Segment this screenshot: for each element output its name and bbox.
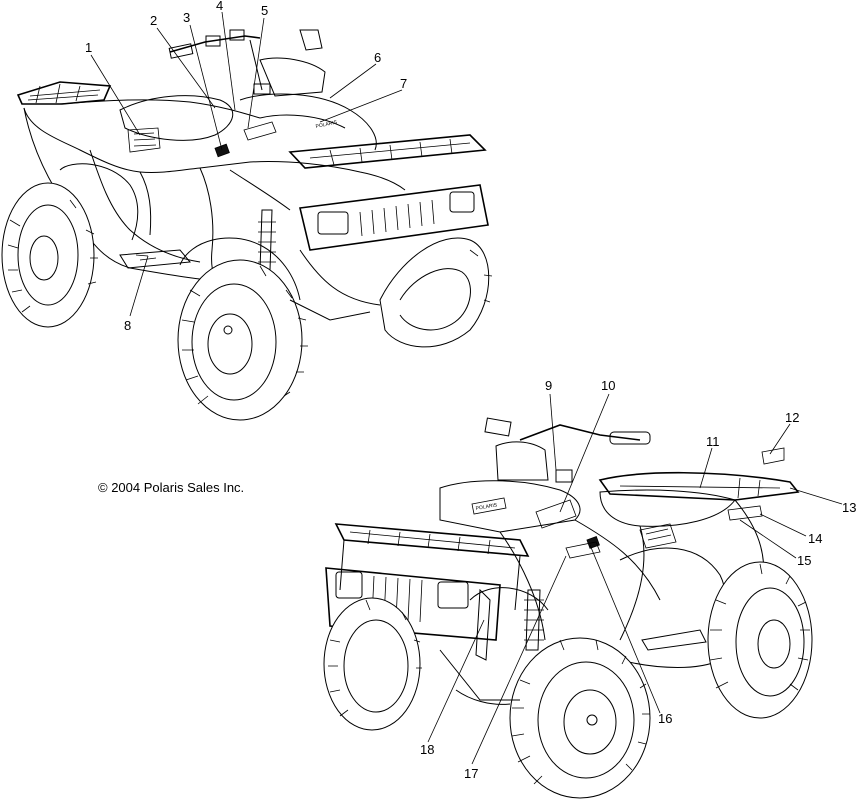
rear-wheel-right-2 — [707, 561, 813, 719]
front-bumper — [299, 184, 489, 251]
callout-5: 5 — [261, 3, 268, 18]
callout-13: 13 — [842, 500, 856, 515]
callout-9: 9 — [545, 378, 552, 393]
rear-rack-2 — [598, 471, 800, 501]
callout-11: 11 — [706, 434, 720, 449]
callout-7: 7 — [400, 76, 407, 91]
callout-2: 2 — [150, 13, 157, 28]
atv-front-left-view — [1, 29, 493, 421]
handlebars — [168, 29, 326, 97]
atv-front-right-view — [323, 417, 813, 799]
callout-6: 6 — [374, 50, 381, 65]
callout-labels: 1 2 3 4 5 6 7 8 9 10 11 12 13 14 15 16 1… — [85, 0, 856, 781]
rear-wheel-left — [1, 182, 98, 328]
copyright-notice: © 2004 Polaris Sales Inc. — [98, 480, 244, 495]
tank-decal-text-2: POLARIS — [475, 502, 498, 512]
callout-8: 8 — [124, 318, 131, 333]
decal-tag-12 — [761, 447, 785, 465]
callout-3: 3 — [183, 10, 190, 25]
tank-decal-text: POLARIS — [315, 119, 338, 130]
tank-decal — [243, 121, 277, 141]
leader-lines — [90, 11, 843, 765]
rear-rack — [16, 81, 112, 105]
front-wheel-left-2 — [323, 597, 422, 731]
callout-12: 12 — [785, 410, 799, 425]
callout-4: 4 — [216, 0, 223, 13]
callout-16: 16 — [658, 711, 672, 726]
front-wheel-left — [177, 259, 308, 421]
atv-body — [23, 93, 406, 301]
callout-17: 17 — [464, 766, 478, 781]
callout-18: 18 — [420, 742, 434, 757]
callout-10: 10 — [601, 378, 615, 393]
front-wheel-right-2 — [509, 637, 651, 799]
front-wheel-right — [379, 237, 493, 348]
side-vent-decal — [127, 127, 161, 153]
front-shock — [258, 209, 276, 271]
front-bumper-2 — [325, 567, 501, 661]
handlebars-2 — [484, 417, 651, 483]
front-shock-2 — [524, 589, 544, 651]
callout-14: 14 — [808, 531, 822, 546]
front-rack — [288, 134, 487, 169]
front-rack-2 — [334, 523, 530, 611]
callout-1: 1 — [85, 40, 92, 55]
callout-15: 15 — [797, 553, 811, 568]
